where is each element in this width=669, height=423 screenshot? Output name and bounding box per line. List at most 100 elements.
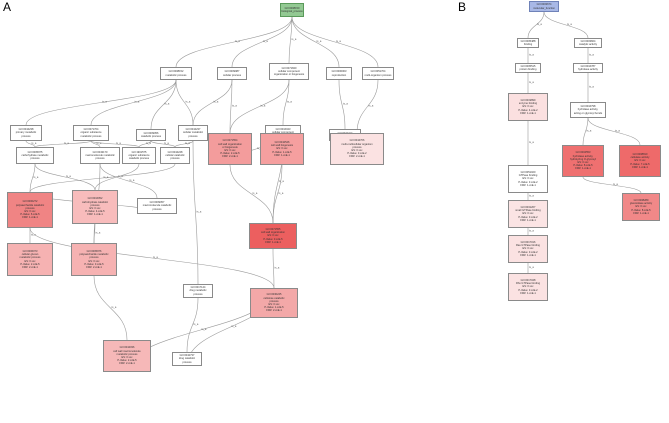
go-term-text: P-Value: 2.xxE-5 bbox=[20, 262, 40, 266]
edge-label: is_a bbox=[589, 85, 594, 89]
go-term-id: GO:0000272 bbox=[22, 200, 38, 204]
edge-label: is_a bbox=[153, 255, 158, 259]
go-term-id: GO:0016798 bbox=[580, 105, 596, 109]
go-term-text: multi-multicellular organism bbox=[341, 142, 373, 146]
go-term-text: process bbox=[269, 299, 279, 303]
edge-GO0008152-to-GO0009056 bbox=[150, 79, 177, 130]
go-term-id: GO:0043170 bbox=[92, 150, 108, 154]
go-term-text: FDR: 2.xxE-1 bbox=[86, 265, 102, 269]
go-term-text: FDR: 2.xxE-1 bbox=[222, 155, 238, 159]
go-term-text: macromolecule metabolic bbox=[85, 153, 115, 157]
go-term-id: GO:0008152 bbox=[168, 70, 184, 74]
go-term-id: GO:0071554 bbox=[222, 139, 238, 143]
go-term-text: FDR: 2.xxE-1 bbox=[349, 155, 365, 159]
edge-label: is_a bbox=[615, 129, 620, 133]
go-term-text: metabolic process bbox=[165, 73, 187, 77]
go-term-id: GO:0016043 bbox=[275, 128, 291, 132]
go-term-text: process bbox=[193, 292, 203, 296]
go-term-text: FDR: 1.xxE-1 bbox=[520, 218, 536, 222]
go-term-text: FDR: 1.xxE-1 bbox=[520, 183, 536, 187]
edge-label: is_a bbox=[64, 141, 69, 145]
edge-label: is_a bbox=[529, 53, 534, 57]
edge-label: is_a bbox=[529, 229, 534, 233]
go-term-text: FDR: 2.xxE-1 bbox=[266, 309, 282, 313]
go-term-text: ES: 0.xxx bbox=[522, 247, 534, 251]
go-term-text: macromolecule catabolic bbox=[142, 204, 172, 208]
edge-label: is_a bbox=[135, 100, 140, 104]
edge-label: is_a bbox=[343, 102, 348, 106]
edge-GO0071555-to-GO0030245 bbox=[272, 248, 275, 289]
go-term-text: P-Value: 3.xxE-5 bbox=[263, 237, 283, 241]
edge-label: is_a bbox=[287, 100, 292, 104]
edge-GO0044248-to-GO0000272 bbox=[29, 163, 176, 193]
edge-GO0000003-to-GO0022414 bbox=[338, 79, 346, 130]
edge-label: is_a bbox=[232, 104, 237, 108]
go-term-text: drug catabolic bbox=[178, 357, 196, 361]
go-term-id: GO:0051020 bbox=[520, 170, 536, 174]
edge-label: is_a bbox=[112, 305, 117, 309]
go-term-text: process bbox=[21, 134, 31, 138]
edge-label: is_a bbox=[279, 191, 284, 195]
go-term-text: FDR: 1.xxE-1 bbox=[633, 211, 649, 215]
edge-GO0003674-to-GO0005488 bbox=[527, 11, 545, 39]
go-term-text: protein binding bbox=[519, 68, 537, 71]
edge-label: is_a bbox=[32, 141, 37, 145]
go-term-text: P-Value: 7.xxE-5 bbox=[630, 162, 650, 166]
go-term-id: GO:0030245 bbox=[266, 293, 282, 297]
go-term-text: metabolic process bbox=[80, 134, 102, 138]
edge-label: is_a bbox=[529, 194, 534, 198]
edge-label: is_a bbox=[164, 141, 169, 145]
edge-GO0008150-to-GO0009987 bbox=[231, 16, 293, 68]
go-term-id: GO:0004553 bbox=[575, 151, 591, 155]
go-term-id: GO:0005976 bbox=[86, 249, 102, 253]
go-term-text: or biogenesis bbox=[222, 145, 238, 149]
edge-label: is_a bbox=[369, 104, 374, 108]
go-term-id: GO:0009057 bbox=[149, 201, 165, 205]
go-term-text: ES: 0.xxx bbox=[268, 303, 280, 306]
edge-GO0009987-to-GO0071554 bbox=[229, 79, 233, 134]
edge-GO0008152-to-GO0044237 bbox=[175, 79, 194, 126]
go-term-text: ES: 0.xxx bbox=[351, 149, 363, 152]
edge-label: is_a bbox=[202, 327, 207, 331]
edge-GO0051704-to-GO0044706 bbox=[356, 79, 379, 134]
go-term-text: hydrolyzing O-glycosyl bbox=[570, 157, 596, 161]
go-term-id: GO:0008289 bbox=[633, 198, 649, 202]
go-term-text: P-Value: 8.xxE-5 bbox=[573, 164, 593, 168]
go-term-text: process bbox=[170, 157, 180, 161]
edge-GO0008150-to-GO0000003 bbox=[291, 16, 340, 68]
go-term-text: FDR: 2.xxE-1 bbox=[22, 265, 38, 269]
go-term-text: organic substance bbox=[80, 131, 102, 135]
edge-label: is_a bbox=[165, 102, 170, 106]
edge-GO0005975-to-GO0000272 bbox=[29, 163, 36, 193]
go-term-text: carbohydrate catabolic bbox=[81, 200, 109, 204]
edge-label: is_a bbox=[197, 210, 202, 214]
go-term-id: GO:0006073 bbox=[22, 249, 38, 253]
go-term-text: small GTPase binding bbox=[515, 209, 541, 213]
edge-label: is_a bbox=[529, 80, 534, 84]
go-term-id: GO:0071840 bbox=[281, 66, 297, 70]
edge-label: is_a bbox=[194, 322, 199, 326]
go-term-id: GO:0051704 bbox=[370, 70, 386, 74]
edge-GO0008150-to-GO0008152 bbox=[175, 16, 293, 68]
go-term-text: process bbox=[90, 203, 100, 207]
edge-GO0071554-to-GO0071555 bbox=[229, 164, 274, 224]
go-term-text: hydrolase activity, bbox=[572, 154, 594, 158]
go-term-text: process bbox=[352, 145, 362, 149]
go-term-text: P-Value: 2.xxE-5 bbox=[220, 152, 240, 156]
go-term-id: GO:0005488 bbox=[520, 39, 536, 43]
go-term-text: P-Value: 6.xxE-5 bbox=[20, 213, 40, 217]
